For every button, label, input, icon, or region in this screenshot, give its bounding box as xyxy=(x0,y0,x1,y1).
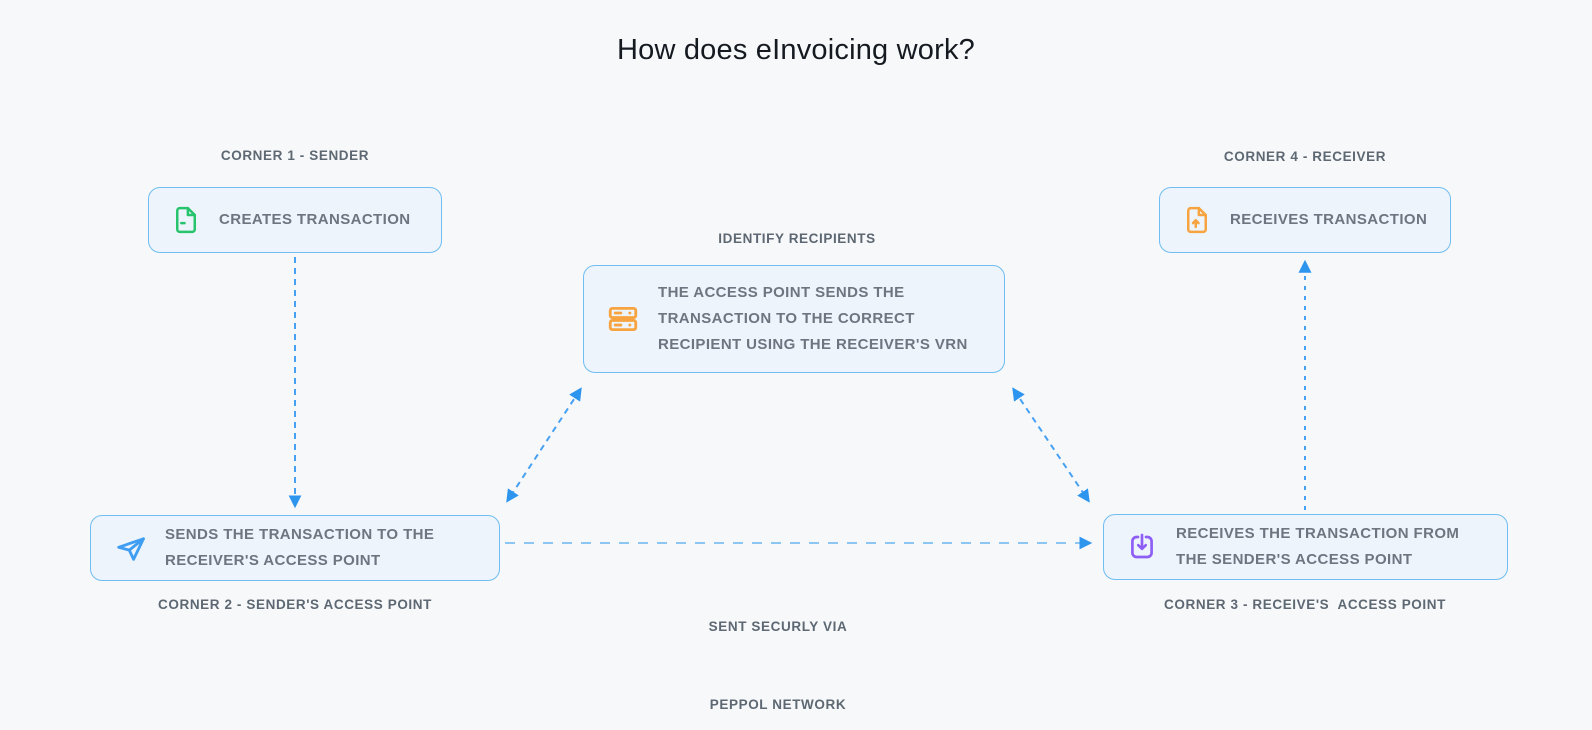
corner2-node: SENDS THE TRANSACTION TO THE RECEIVER'S … xyxy=(90,515,500,581)
corner2-text: SENDS THE TRANSACTION TO THE RECEIVER'S … xyxy=(165,526,435,569)
corner1-text: CREATES TRANSACTION xyxy=(219,211,411,228)
send-icon xyxy=(113,531,147,565)
identify-recipients-text: THE ACCESS POINT SENDS THE TRANSACTION T… xyxy=(658,284,968,353)
arrow-corner2-center-bidirectional xyxy=(506,387,582,503)
corner4-label: CORNER 4 - RECEIVER xyxy=(1223,149,1387,164)
download-icon xyxy=(1126,531,1158,563)
corner1-label: CORNER 1 - SENDER xyxy=(220,148,370,163)
corner3-node: RECEIVES THE TRANSACTION FROM THE SENDER… xyxy=(1103,514,1508,580)
peppol-network-note: SENT SECURLY VIA PEPPOL NETWORK xyxy=(709,562,848,730)
corner4-text: RECEIVES TRANSACTION xyxy=(1230,211,1428,228)
corner3-text: RECEIVES THE TRANSACTION FROM THE SENDER… xyxy=(1176,525,1460,568)
arrow-center-corner3-bidirectional xyxy=(1012,387,1090,503)
peppol-network-note-line1: SENT SECURLY VIA xyxy=(708,619,848,634)
file-up-icon xyxy=(1182,205,1212,235)
peppol-network-note-line2: PEPPOL NETWORK xyxy=(709,697,847,712)
identify-recipients-label: IDENTIFY RECIPIENTS xyxy=(718,231,876,246)
corner3-label: CORNER 3 - RECEIVE'S ACCESS POINT xyxy=(1164,597,1446,612)
corner1-node: CREATES TRANSACTION xyxy=(148,187,442,253)
server-icon xyxy=(606,302,640,336)
file-icon xyxy=(171,205,201,235)
page-title: How does eInvoicing work? xyxy=(616,34,975,66)
corner4-node: RECEIVES TRANSACTION xyxy=(1159,187,1451,253)
corner2-label: CORNER 2 - SENDER'S ACCESS POINT xyxy=(158,597,432,612)
identify-recipients-node: THE ACCESS POINT SENDS THE TRANSACTION T… xyxy=(583,265,1005,373)
